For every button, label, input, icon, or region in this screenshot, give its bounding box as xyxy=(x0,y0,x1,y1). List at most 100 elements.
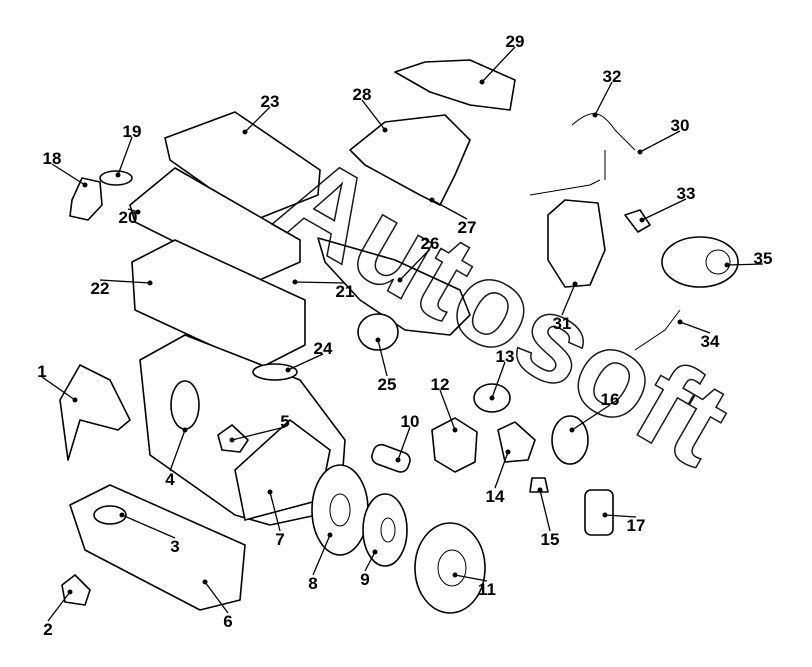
part-oil-strainer xyxy=(93,505,127,525)
callout-label: 20 xyxy=(119,208,138,227)
leader-dot xyxy=(202,579,208,585)
callout-8: 8 xyxy=(308,532,333,593)
callout-16: 16 xyxy=(569,390,619,433)
leader-dot xyxy=(452,572,458,578)
callout-label: 14 xyxy=(486,487,505,506)
leader-line xyxy=(41,376,76,401)
leader-line xyxy=(269,491,281,532)
part-oil-filter xyxy=(170,380,200,430)
callout-29: 29 xyxy=(479,32,524,85)
part-clutch-disc xyxy=(362,493,408,567)
part-water-pump-25 xyxy=(357,313,399,351)
callout-31: 31 xyxy=(553,281,578,333)
callout-label: 25 xyxy=(378,375,397,394)
leader-dot xyxy=(119,512,125,518)
part-filter-housing-16 xyxy=(551,415,589,465)
leader-line xyxy=(439,389,456,431)
callout-label: 26 xyxy=(421,234,440,253)
leader-line xyxy=(204,581,229,614)
callout-label: 17 xyxy=(627,516,646,535)
callout-28: 28 xyxy=(353,85,388,133)
callout-3: 3 xyxy=(119,512,180,556)
callout-1: 1 xyxy=(37,362,78,403)
callout-label: 34 xyxy=(701,332,720,351)
leader-line xyxy=(287,353,324,371)
callout-label: 7 xyxy=(275,530,284,549)
callout-13: 13 xyxy=(489,347,515,401)
callout-20: 20 xyxy=(119,208,141,227)
leader-line xyxy=(361,99,386,131)
callout-27: 27 xyxy=(429,197,477,237)
callout-label: 30 xyxy=(671,116,690,135)
leader-dot xyxy=(572,281,578,287)
callout-11: 11 xyxy=(452,572,496,599)
leader-dot xyxy=(724,262,730,268)
part-engine-cover xyxy=(164,111,321,221)
callout-35: 35 xyxy=(724,249,773,268)
part-sensor-wire xyxy=(529,113,636,196)
leader-line xyxy=(377,339,388,377)
leader-line xyxy=(639,130,681,153)
callout-5: 5 xyxy=(229,412,290,443)
leader-line xyxy=(364,551,376,572)
leader-line xyxy=(121,514,176,539)
leader-dot xyxy=(429,197,435,203)
leader-dot xyxy=(229,437,235,443)
leader-line xyxy=(604,514,637,518)
part-catalytic-converter xyxy=(547,199,606,288)
leader-line xyxy=(231,426,286,441)
parts-drawing xyxy=(59,59,739,614)
leader-dot xyxy=(505,449,511,455)
leader-line xyxy=(679,321,711,334)
callout-label: 10 xyxy=(401,412,420,431)
turbocharger-inlet xyxy=(705,249,731,275)
callout-33: 33 xyxy=(639,184,695,223)
callout-24: 24 xyxy=(285,339,333,373)
leader-line xyxy=(51,163,86,186)
callout-label: 35 xyxy=(754,249,773,268)
part-mount-bracket xyxy=(61,574,91,606)
part-pump-12 xyxy=(431,417,478,473)
leader-line xyxy=(539,489,551,532)
leader-line xyxy=(641,198,687,221)
callout-label: 22 xyxy=(91,279,110,298)
callout-label: 5 xyxy=(280,412,289,431)
callout-label: 19 xyxy=(123,122,142,141)
callout-6: 6 xyxy=(202,579,233,631)
callout-label: 18 xyxy=(43,149,62,168)
callout-25: 25 xyxy=(375,337,397,394)
callout-label: 32 xyxy=(603,67,622,86)
callout-10: 10 xyxy=(395,412,420,463)
callout-label: 13 xyxy=(496,347,515,366)
callout-23: 23 xyxy=(242,92,279,135)
callout-17: 17 xyxy=(602,512,646,535)
leader-dot xyxy=(372,549,378,555)
leader-line xyxy=(561,283,576,316)
leader-dot xyxy=(479,79,485,85)
leader-dot xyxy=(242,129,248,135)
leader-dot xyxy=(135,209,141,215)
part-sender-15 xyxy=(529,477,549,493)
part-starter xyxy=(371,443,411,473)
part-thermostat-housing xyxy=(497,421,536,463)
callout-19: 19 xyxy=(115,122,142,178)
callout-14: 14 xyxy=(486,449,511,506)
callout-label: 3 xyxy=(170,537,179,556)
leader-line xyxy=(491,361,506,399)
leader-line xyxy=(294,281,346,284)
callout-30: 30 xyxy=(637,116,690,155)
part-turbocharger xyxy=(661,236,739,288)
part-fuel-filter xyxy=(584,489,614,536)
callout-label: 27 xyxy=(458,218,477,237)
leader-dot xyxy=(182,427,188,433)
callout-label: 21 xyxy=(336,282,355,301)
callout-15: 15 xyxy=(537,487,559,549)
leader-dot xyxy=(67,589,73,595)
leader-line xyxy=(47,591,71,622)
leader-dot xyxy=(147,280,153,286)
leader-dot xyxy=(375,337,381,343)
clutch-disc-hub xyxy=(380,517,396,543)
